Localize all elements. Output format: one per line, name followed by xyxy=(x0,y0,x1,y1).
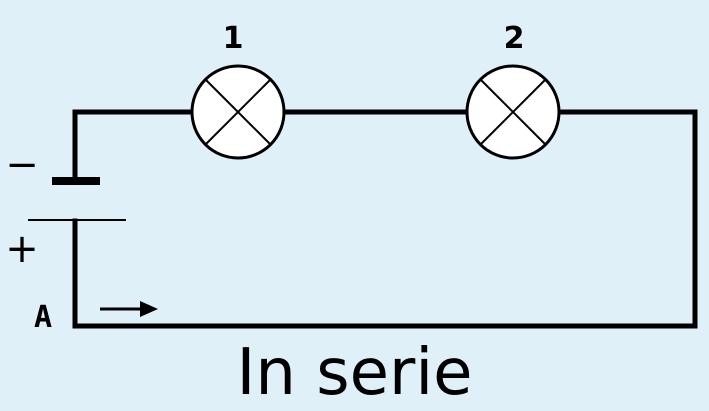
battery-icon xyxy=(28,177,126,221)
battery-positive-label: + xyxy=(5,226,39,272)
battery-negative-label: − xyxy=(5,142,39,188)
lamp-1-label: 1 xyxy=(223,21,244,56)
node-a-label: A xyxy=(34,300,52,335)
lamp-2-icon xyxy=(465,64,561,160)
arrow-right-icon xyxy=(100,301,158,317)
wire-top-left xyxy=(72,109,195,183)
circuit-wires xyxy=(72,109,698,329)
lamp-1-icon xyxy=(190,64,286,160)
wire-right xyxy=(72,109,698,329)
lamp-2-label: 2 xyxy=(504,21,525,56)
diagram-title: In serie xyxy=(236,336,473,410)
